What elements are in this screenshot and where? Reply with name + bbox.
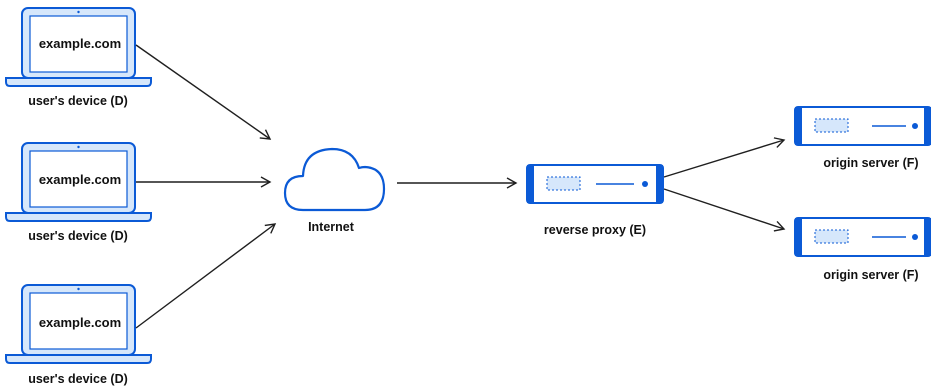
device-label: user's device (D)	[28, 94, 128, 108]
origin-server-1: origin server (F)	[794, 106, 931, 170]
device-screen-text: example.com	[39, 36, 121, 51]
origin-server-2: origin server (F)	[794, 217, 931, 282]
user-device-1: example.com user's device (D)	[5, 7, 152, 108]
laptop-icon	[5, 284, 152, 364]
arrow-device1-to-internet	[135, 44, 272, 140]
user-device-2: example.com user's device (D)	[5, 142, 152, 243]
cloud-icon	[283, 147, 386, 212]
internet-label: Internet	[308, 220, 355, 234]
reverse-proxy-node: reverse proxy (E)	[526, 164, 664, 237]
laptop-icon	[5, 142, 152, 222]
arrow-device3-to-internet	[135, 223, 277, 329]
arrow-proxy-to-origin-1	[663, 137, 786, 178]
internet-node: Internet	[283, 147, 386, 234]
server-icon	[526, 164, 664, 204]
arrow-proxy-to-origin-2	[663, 188, 786, 232]
device-screen-text: example.com	[39, 172, 121, 187]
reverse-proxy-label: reverse proxy (E)	[544, 223, 646, 237]
server-icon	[794, 217, 931, 257]
origin-server-label: origin server (F)	[823, 156, 918, 170]
device-label: user's device (D)	[28, 372, 128, 386]
origin-server-label: origin server (F)	[823, 268, 918, 282]
device-screen-text: example.com	[39, 315, 121, 330]
laptop-icon	[5, 7, 152, 87]
device-label: user's device (D)	[28, 229, 128, 243]
user-device-3: example.com user's device (D)	[5, 284, 152, 386]
server-icon	[794, 106, 931, 146]
